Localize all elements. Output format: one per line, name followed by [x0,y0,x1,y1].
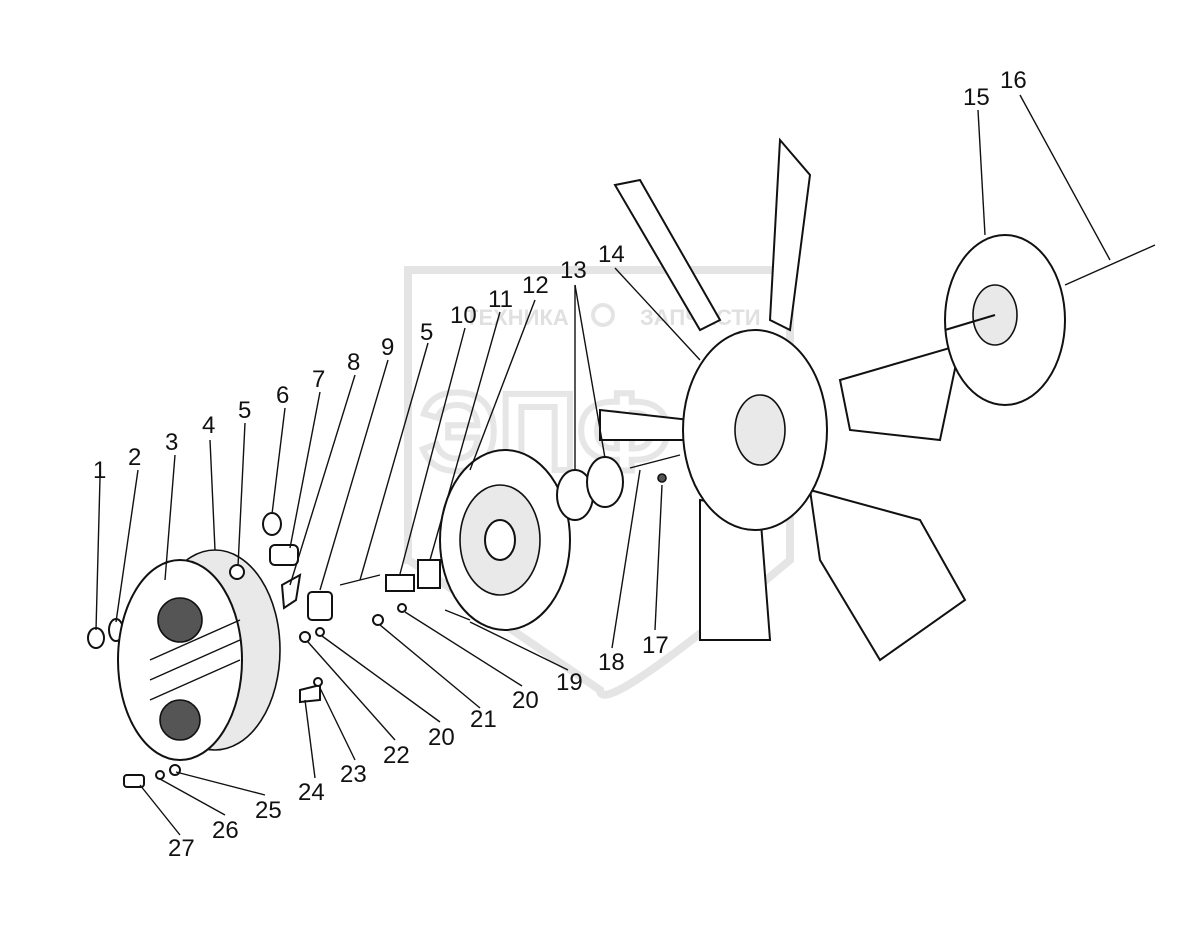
callout-6: 6 [276,382,289,409]
callout-15: 15 [963,84,990,111]
bracket-8 [280,573,302,610]
callout-17: 17 [642,632,669,659]
screw-23 [313,677,323,687]
callout-10: 10 [450,302,477,329]
callout-24: 24 [298,779,325,806]
callout-4: 4 [202,412,215,439]
callout-11: 11 [488,286,513,313]
nut-1 [87,627,105,649]
callout-27: 27 [168,835,195,862]
part-5 [229,564,245,580]
callout-21: 21 [470,706,497,733]
watermark-left-text: ТЕХНИКА [465,305,569,330]
callout-20a: 20 [512,687,539,714]
plate-24 [299,683,321,704]
callout-3: 3 [165,429,178,456]
ring-6 [262,512,282,536]
callout-5a: 5 [238,397,251,424]
pulley-disk-12 [439,449,571,631]
rod-16 [1064,244,1156,286]
bolt-21 [372,614,384,626]
callout-12: 12 [522,272,549,299]
pin-19 [444,609,471,621]
fan-14 [599,137,967,662]
callout-16: 16 [1000,67,1027,94]
watermark-gear-icon [591,303,615,327]
callout-18: 18 [598,649,625,676]
callout-1: 1 [93,457,106,484]
plug-17 [657,473,667,483]
bolt-27 [123,774,145,788]
callout-20b: 20 [428,724,455,751]
shaft-18 [629,454,681,469]
callout-5b: 5 [420,319,433,346]
callout-8: 8 [347,349,360,376]
callout-13: 13 [560,257,587,284]
washer-20a [397,603,407,613]
valve-body-9 [307,591,333,621]
callout-7: 7 [312,366,325,393]
plate-10 [385,574,415,592]
washer-25 [169,764,181,776]
lever-11 [417,559,441,589]
callout-2: 2 [128,444,141,471]
callout-26: 26 [212,817,239,844]
bushing-7 [269,544,299,566]
callout-23: 23 [340,761,367,788]
callout-22: 22 [383,742,410,769]
callout-labels: 1 2 3 4 5 6 7 8 9 5 10 11 12 13 14 15 16… [93,67,1027,862]
leader-lines [95,94,1111,836]
callout-9: 9 [381,334,394,361]
callout-19: 19 [556,669,583,696]
bolt-22 [299,631,311,643]
callout-25: 25 [255,797,282,824]
callout-14: 14 [598,241,625,268]
washer-26 [155,770,165,780]
clutch-housing [117,549,281,761]
hub-plate-15 [944,234,1066,406]
washer-20b [315,627,325,637]
bearing-13b [586,456,624,508]
